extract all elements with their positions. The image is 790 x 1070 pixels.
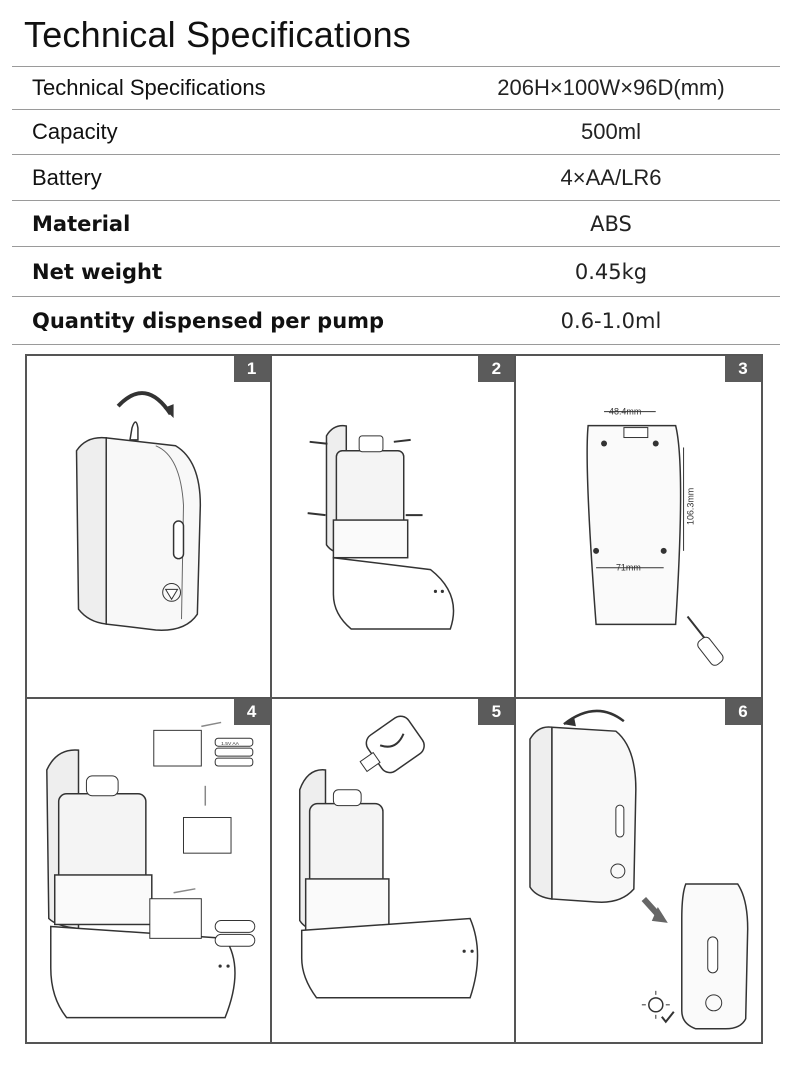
spec-row-quantity: Quantity dispensed per pump 0.6-1.0ml [12,297,780,345]
spec-label: Battery [32,164,102,190]
battery-install-illustration: 1.5V AA [46,721,256,1019]
spec-table: Technical Specifications 206H×100W×96D(m… [12,66,780,345]
spec-row-net-weight: Net weight 0.45kg [12,247,780,297]
dimension-bottom-width: 71mm [616,563,641,573]
dispenser-open-illustration [307,424,454,630]
step-panel-6: 6 [516,699,761,1042]
dimension-height: 106.3mm [686,488,696,525]
dispenser-closed-illustration [75,391,202,631]
battery-label: 1.5V AA [221,741,240,747]
spec-value: 0.45kg [574,259,648,284]
spec-row-battery: Battery 4×AA/LR6 [12,155,780,201]
step-panel-2: 2 [271,356,517,699]
backplate-dimensions-illustration: 48.4mm 106.3mm 71mm [586,407,724,666]
screwdriver-icon [687,615,724,666]
page-title: Technical Specifications [24,14,412,55]
spec-row-dimensions: Technical Specifications 206H×100W×96D(m… [12,67,780,110]
battery-holder-icon: 1.5V AA [149,729,256,947]
spec-label: Net weight [32,259,163,284]
spec-label: Technical Specifications [32,75,266,100]
spec-row-material: Material ABS [12,201,780,247]
step-number-badge: 5 [478,699,515,725]
installation-steps-grid: 1 2 48.4mm 106.3mm 71mm [25,354,763,1044]
step-number-badge: 2 [478,356,515,382]
refill-bottle-icon [359,715,425,774]
step-number-badge: 3 [725,356,761,382]
spec-label: Quantity dispensed per pump [32,308,385,333]
spec-label: Material [32,211,131,236]
step-number-badge: 4 [233,699,270,725]
step-panel-4: 1.5V AA 4 [27,699,272,1042]
sensor-light-icon [642,990,671,1019]
step-panel-3: 48.4mm 106.3mm 71mm 3 [516,356,761,699]
spec-value: 500ml [581,119,641,144]
dispenser-closed-ready-illustration [529,709,749,1030]
step-number-badge: 6 [725,699,761,725]
spec-label: Capacity [32,119,118,144]
dimension-top-width: 48.4mm [609,407,641,417]
spec-value: ABS [590,211,632,236]
spec-value: 206H×100W×96D(mm) [497,75,725,100]
spec-value: 0.6-1.0ml [560,308,662,333]
check-icon [661,1011,675,1024]
step-number-badge: 1 [233,356,270,382]
refill-illustration [298,715,478,999]
spec-value: 4×AA/LR6 [560,164,662,190]
step-panel-1: 1 [27,356,272,699]
spec-row-capacity: Capacity 500ml [12,110,780,155]
step-panel-5: 5 [272,699,517,1042]
